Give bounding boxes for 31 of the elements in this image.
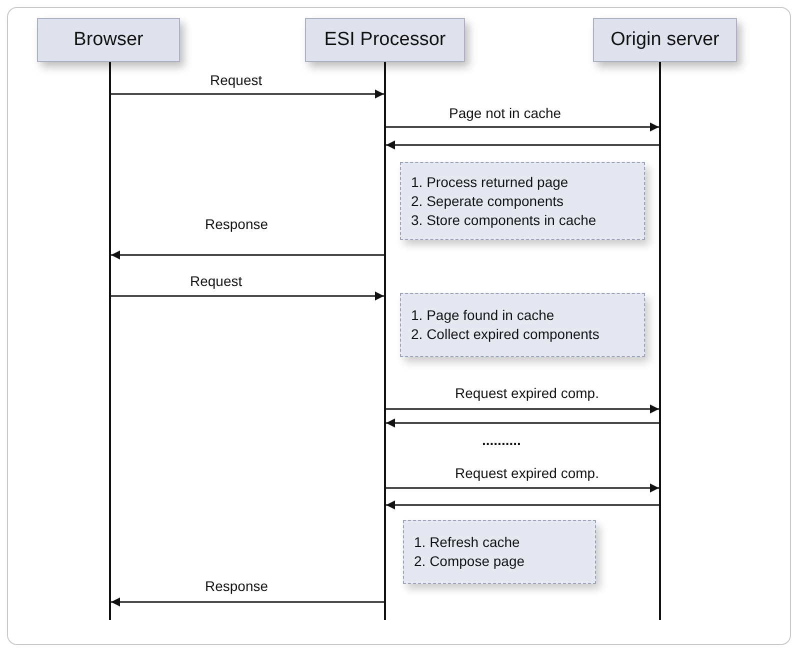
message-arrow — [386, 122, 659, 132]
message-arrow — [386, 500, 659, 510]
message-arrow — [111, 292, 384, 300]
message-arrow — [386, 140, 659, 150]
note-text: 1. Page found in cache — [411, 306, 554, 325]
message-arrow — [386, 404, 659, 414]
participant-box: Origin server — [593, 18, 737, 62]
note-text: 3. Store components in cache — [411, 210, 596, 230]
note-box — [400, 162, 645, 240]
edge-label: Response — [205, 216, 268, 232]
note-box — [400, 293, 645, 357]
note-text: 2. Compose page — [414, 552, 525, 571]
edge-label: Request expired comp. — [455, 385, 599, 401]
note-text: 1. Process returned page — [411, 172, 568, 192]
message-arrow — [111, 90, 384, 98]
edge-label: Request — [190, 273, 242, 289]
message-arrow — [111, 598, 384, 606]
ellipsis-text: .......... — [482, 432, 521, 448]
edge-label: Response — [205, 578, 268, 594]
note-text: 1. Refresh cache — [414, 533, 520, 552]
message-arrow — [386, 484, 659, 492]
edge-label: Page not in cache — [449, 105, 562, 121]
note-box — [403, 520, 596, 584]
participant-box: Browser — [37, 18, 180, 62]
note-text: 2. Collect expired components — [411, 325, 600, 344]
message-arrow — [111, 250, 384, 260]
edge-label: Request expired comp. — [455, 465, 599, 481]
message-arrow — [386, 418, 659, 428]
participant-box: ESI Processor — [305, 18, 465, 62]
edge-label: Request — [210, 72, 262, 88]
note-text: 2. Seperate components — [411, 192, 564, 210]
